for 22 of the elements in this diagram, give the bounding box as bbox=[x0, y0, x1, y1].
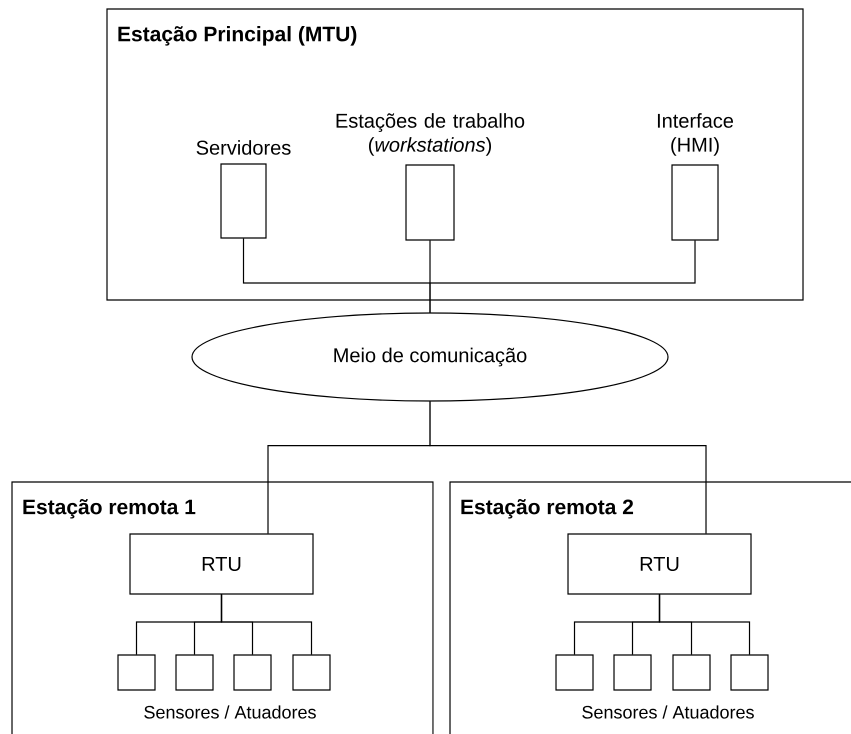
connector-line bbox=[220, 594, 312, 654]
device-box bbox=[672, 654, 711, 691]
device-box bbox=[175, 654, 214, 691]
node-label: Estações de trabalho (workstations) bbox=[336, 113, 524, 156]
connector-line bbox=[429, 240, 696, 312]
connector-line bbox=[658, 594, 750, 654]
node-label: Interface (HMI) bbox=[658, 113, 734, 156]
connector-line bbox=[429, 402, 707, 534]
group-label: Sensores / Atuadores bbox=[144, 705, 316, 719]
device-box bbox=[613, 654, 652, 691]
group-label: Sensores / Atuadores bbox=[582, 705, 754, 719]
rtu-box: RTU bbox=[129, 533, 314, 595]
device-box bbox=[555, 654, 594, 691]
rtu-box: RTU bbox=[567, 533, 752, 595]
device-box bbox=[117, 654, 156, 691]
computer-box: Interface (HMI) bbox=[658, 113, 734, 241]
computer-box: Servidores bbox=[196, 140, 291, 239]
device-box bbox=[292, 654, 331, 691]
device-box bbox=[730, 654, 769, 691]
node-label: Servidores bbox=[196, 140, 291, 155]
device-box bbox=[233, 654, 272, 691]
computer-box: Estações de trabalho (workstations) bbox=[336, 113, 524, 241]
